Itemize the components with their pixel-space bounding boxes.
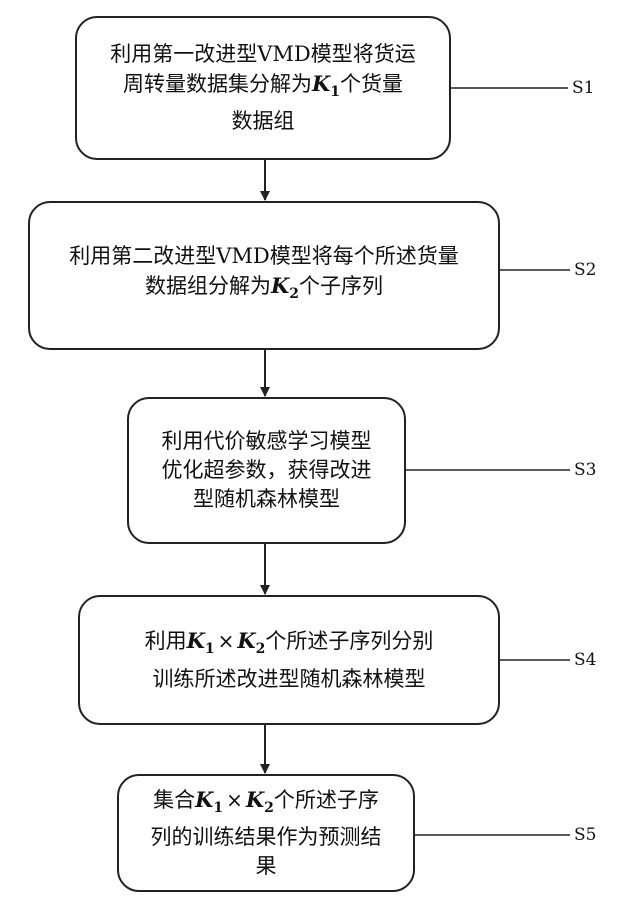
step-text: 个货量 [340, 72, 403, 96]
step-box-s3: 利用代价敏感学习模型优化超参数，获得改进型随机森林模型 [127, 397, 406, 544]
step-text-line: 利用第一改进型VMD模型将货运 [110, 40, 416, 69]
step-label-s2: S2 [574, 260, 596, 280]
step-text-line: 优化超参数，获得改进 [162, 456, 372, 485]
step-text: 利用代价敏感学习模型 [162, 429, 372, 453]
step-label-s4: S4 [574, 650, 596, 670]
step-label-s3: S3 [574, 460, 596, 480]
step-text: 个子序列 [299, 274, 383, 298]
step-text: 利用第二改进型VMD模型将每个所述货量 [69, 244, 459, 268]
step-box-s5: 集合K1×K2个所述子序列的训练结果作为预测结果 [117, 774, 415, 892]
step-text-line: 列的训练结果作为预测结 [151, 823, 382, 852]
step-text: 优化超参数，获得改进 [162, 458, 372, 482]
step-text: 利用 [145, 629, 187, 653]
math-variable: K2 [271, 273, 299, 298]
step-text: 数据组分解为 [145, 274, 271, 298]
step-text-line: 集合K1×K2个所述子序 [153, 785, 379, 823]
step-text-line: 利用第二改进型VMD模型将每个所述货量 [69, 242, 459, 271]
math-subscript: 1 [330, 84, 340, 100]
step-text-line: 训练所述改进型随机森林模型 [153, 665, 426, 694]
step-text-line: 果 [256, 852, 277, 881]
step-text-line: 型随机森林模型 [193, 485, 340, 514]
step-text-line: 数据组 [232, 107, 295, 136]
step-text: 训练所述改进型随机森林模型 [153, 667, 426, 691]
math-variable: K1 [195, 787, 223, 812]
math-operator: × [223, 788, 246, 812]
step-box-s2: 利用第二改进型VMD模型将每个所述货量数据组分解为K2个子序列 [28, 201, 500, 350]
math-subscript: 1 [205, 642, 215, 658]
math-variable: K1 [187, 628, 215, 653]
step-text: 数据组 [232, 109, 295, 133]
step-text-line: 利用代价敏感学习模型 [162, 427, 372, 456]
step-text: 周转量数据集分解为 [123, 72, 312, 96]
math-subscript: 1 [213, 800, 223, 816]
step-box-s1: 利用第一改进型VMD模型将货运周转量数据集分解为K1个货量数据组 [75, 16, 451, 160]
step-label-s1: S1 [572, 78, 594, 98]
step-box-s4: 利用K1×K2个所述子序列分别训练所述改进型随机森林模型 [78, 595, 500, 725]
step-label-s5: S5 [574, 825, 596, 845]
step-text: 集合 [153, 788, 195, 812]
math-variable: K2 [237, 628, 265, 653]
math-variable: K1 [312, 71, 340, 96]
step-text-line: 周转量数据集分解为K1个货量 [123, 69, 403, 107]
math-operator: × [215, 629, 238, 653]
math-subscript: 2 [256, 642, 266, 658]
math-variable: K2 [246, 787, 274, 812]
step-text: 个所述子序 [274, 788, 379, 812]
step-text-line: 利用K1×K2个所述子序列分别 [145, 626, 434, 664]
step-text-line: 数据组分解为K2个子序列 [145, 271, 383, 309]
step-text: 列的训练结果作为预测结 [151, 825, 382, 849]
step-text: 型随机森林模型 [193, 487, 340, 511]
step-text: 果 [256, 854, 277, 878]
math-subscript: 2 [264, 800, 274, 816]
step-text: 个所述子序列分别 [265, 629, 433, 653]
step-text: 利用第一改进型VMD模型将货运 [110, 42, 416, 66]
math-subscript: 2 [289, 286, 299, 302]
